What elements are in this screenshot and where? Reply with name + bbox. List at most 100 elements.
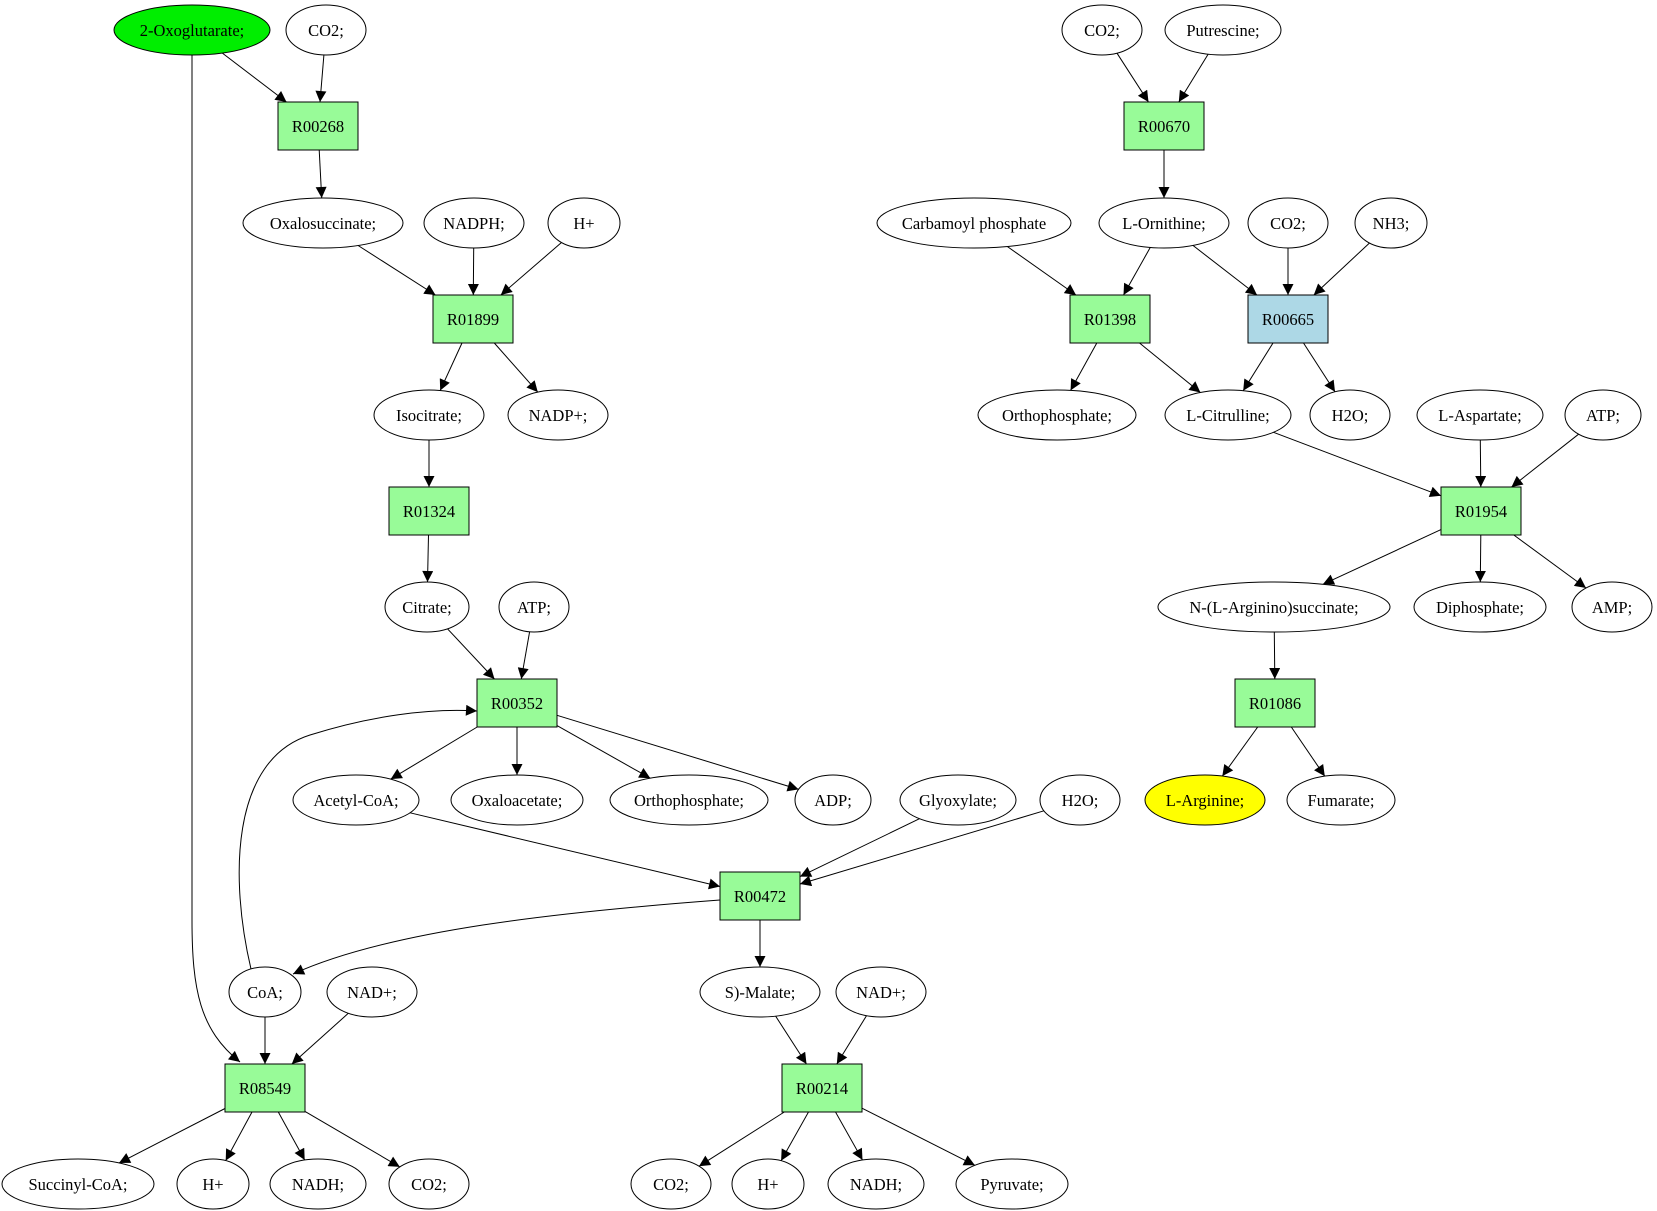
edge-c_co2_d-to-r00670 [1116, 52, 1149, 103]
compound-node-c_argsucc[interactable]: N-(L-Arginino)succinate; [1157, 581, 1391, 633]
edge-c_nh3-to-r00665 [1313, 242, 1370, 296]
compound-node-c_atp_b[interactable]: ATP; [1564, 389, 1642, 441]
compound-node-c_asp[interactable]: L-Aspartate; [1416, 389, 1544, 441]
compound-ellipse [1413, 581, 1547, 633]
reaction-box [1069, 294, 1151, 344]
compound-node-c_orthop_a[interactable]: Orthophosphate; [609, 774, 769, 826]
compound-ellipse [507, 389, 609, 441]
compound-node-c_h2o_b[interactable]: H2O; [1309, 389, 1391, 441]
compound-node-c_oxalosucc[interactable]: Oxalosuccinate; [242, 197, 404, 249]
node-label: CoA; [247, 983, 283, 1002]
compound-ellipse [113, 4, 271, 56]
compound-ellipse [450, 774, 584, 826]
edge-r01954-to-c_argsucc [1322, 529, 1442, 585]
compound-node-c_ornith[interactable]: L-Ornithine; [1098, 197, 1230, 249]
compound-node-c_carbp[interactable]: Carbamoyl phosphate [876, 197, 1072, 249]
reaction-node-r01086[interactable]: R01086 [1234, 678, 1316, 728]
edge-r01398-to-c_orthop_b [1070, 342, 1098, 391]
reaction-node-r01899[interactable]: R01899 [432, 294, 514, 344]
compound-node-c_putresc[interactable]: Putrescine; [1164, 4, 1282, 56]
edge-c_h_a-to-r01899 [500, 242, 562, 296]
compound-node-c_citrate[interactable]: Citrate; [384, 581, 470, 633]
compound-ellipse [794, 774, 872, 826]
compound-ellipse [228, 966, 302, 1018]
compound-node-c_co2_b[interactable]: CO2; [388, 1158, 470, 1210]
compound-node-c_co2_c[interactable]: CO2; [630, 1158, 712, 1210]
node-label: CO2; [1084, 21, 1120, 40]
reaction-node-r01324[interactable]: R01324 [388, 486, 470, 536]
reaction-node-r01398[interactable]: R01398 [1069, 294, 1151, 344]
compound-node-c_pyruv[interactable]: Pyruvate; [955, 1158, 1069, 1210]
compound-node-c_h_a[interactable]: H+ [547, 197, 621, 249]
compound-node-c_smalate[interactable]: S)-Malate; [699, 966, 821, 1018]
edge-r00214-to-c_nadh_b [835, 1111, 863, 1161]
node-label: 2-Oxoglutarate; [140, 21, 244, 40]
node-label: Orthophosphate; [1002, 406, 1112, 425]
reaction-node-r00665[interactable]: R00665 [1247, 294, 1329, 344]
reaction-node-r08549[interactable]: R08549 [224, 1063, 306, 1113]
compound-ellipse [1286, 774, 1396, 826]
reaction-node-r00352[interactable]: R00352 [476, 678, 558, 728]
reaction-box [1123, 101, 1205, 151]
compound-node-c_amp[interactable]: AMP; [1571, 581, 1653, 633]
edge-r01954-to-c_amp [1513, 534, 1587, 589]
compound-node-c_fumar[interactable]: Fumarate; [1286, 774, 1396, 826]
compound-node-c_h_b[interactable]: H+ [176, 1158, 250, 1210]
compound-node-c_nadh_a[interactable]: NADH; [269, 1158, 367, 1210]
node-label: NAD+; [856, 983, 906, 1002]
compound-node-c_glyox[interactable]: Glyoxylate; [899, 774, 1017, 826]
reaction-node-r01954[interactable]: R01954 [1440, 486, 1522, 536]
compound-ellipse [731, 1158, 805, 1210]
compound-ellipse [176, 1158, 250, 1210]
node-label: R08549 [239, 1079, 291, 1098]
node-label: NADH; [850, 1175, 902, 1194]
edge-r01899-to-c_isocit [439, 342, 463, 391]
compound-node-c_nadp[interactable]: NADP+; [507, 389, 609, 441]
node-label: CO2; [411, 1175, 447, 1194]
compound-node-c_oxoglut[interactable]: 2-Oxoglutarate; [113, 4, 271, 56]
node-label: Putrescine; [1186, 21, 1259, 40]
compound-node-c_h_c[interactable]: H+ [731, 1158, 805, 1210]
compound-node-c_succoa[interactable]: Succinyl-CoA; [1, 1158, 155, 1210]
reaction-node-r00472[interactable]: R00472 [719, 871, 801, 921]
node-label: Citrate; [402, 598, 451, 617]
compound-node-c_oxaloacet[interactable]: Oxaloacetate; [450, 774, 584, 826]
compound-node-c_nadh_b[interactable]: NADH; [827, 1158, 925, 1210]
compound-node-c_nadph[interactable]: NADPH; [423, 197, 525, 249]
compound-ellipse [373, 389, 485, 441]
compound-node-c_isocit[interactable]: Isocitrate; [373, 389, 485, 441]
compound-node-c_nh3[interactable]: NH3; [1354, 197, 1428, 249]
edge-c_smalate-to-r00214 [775, 1015, 807, 1065]
compound-node-c_acetylcoa[interactable]: Acetyl-CoA; [292, 774, 420, 826]
edge-c_oxoglut-to-r00268 [221, 52, 287, 103]
node-label: ATP; [1586, 406, 1620, 425]
reaction-box [1440, 486, 1522, 536]
compound-node-c_adp[interactable]: ADP; [794, 774, 872, 826]
reaction-node-r00214[interactable]: R00214 [781, 1063, 863, 1113]
edge-r00665-to-c_citrull [1242, 342, 1274, 391]
compound-node-c_diphos[interactable]: Diphosphate; [1413, 581, 1547, 633]
reaction-box [1247, 294, 1329, 344]
edge-r00665-to-c_h2o_b [1303, 342, 1336, 393]
reaction-node-r00268[interactable]: R00268 [277, 101, 359, 151]
reaction-node-r00670[interactable]: R00670 [1123, 101, 1205, 151]
node-label: S)-Malate; [725, 983, 796, 1002]
compound-node-c_arg[interactable]: L-Arginine; [1144, 774, 1266, 826]
edge-c_atp_a-to-r00352 [517, 631, 531, 680]
compound-node-c_coa[interactable]: CoA; [228, 966, 302, 1018]
compound-node-c_co2_d[interactable]: CO2; [1061, 4, 1143, 56]
compound-node-c_nad_b[interactable]: NAD+; [835, 966, 927, 1018]
compound-node-c_orthop_b[interactable]: Orthophosphate; [977, 389, 1137, 441]
node-label: ADP; [814, 791, 852, 810]
node-label: Pyruvate; [980, 1175, 1043, 1194]
edge-c_oxoglut-to-r08549 [191, 54, 241, 1063]
compound-node-c_nad_a[interactable]: NAD+; [326, 966, 418, 1018]
compound-node-c_h2o_a[interactable]: H2O; [1039, 774, 1121, 826]
node-label: H2O; [1332, 406, 1369, 425]
compound-ellipse [384, 581, 470, 633]
compound-node-c_atp_a[interactable]: ATP; [498, 581, 570, 633]
compound-node-c_citrull[interactable]: L-Citrulline; [1164, 389, 1292, 441]
compound-node-c_co2_a[interactable]: CO2; [285, 4, 367, 56]
edge-c_citrull-to-r01954 [1273, 431, 1442, 498]
compound-node-c_co2_e[interactable]: CO2; [1247, 197, 1329, 249]
